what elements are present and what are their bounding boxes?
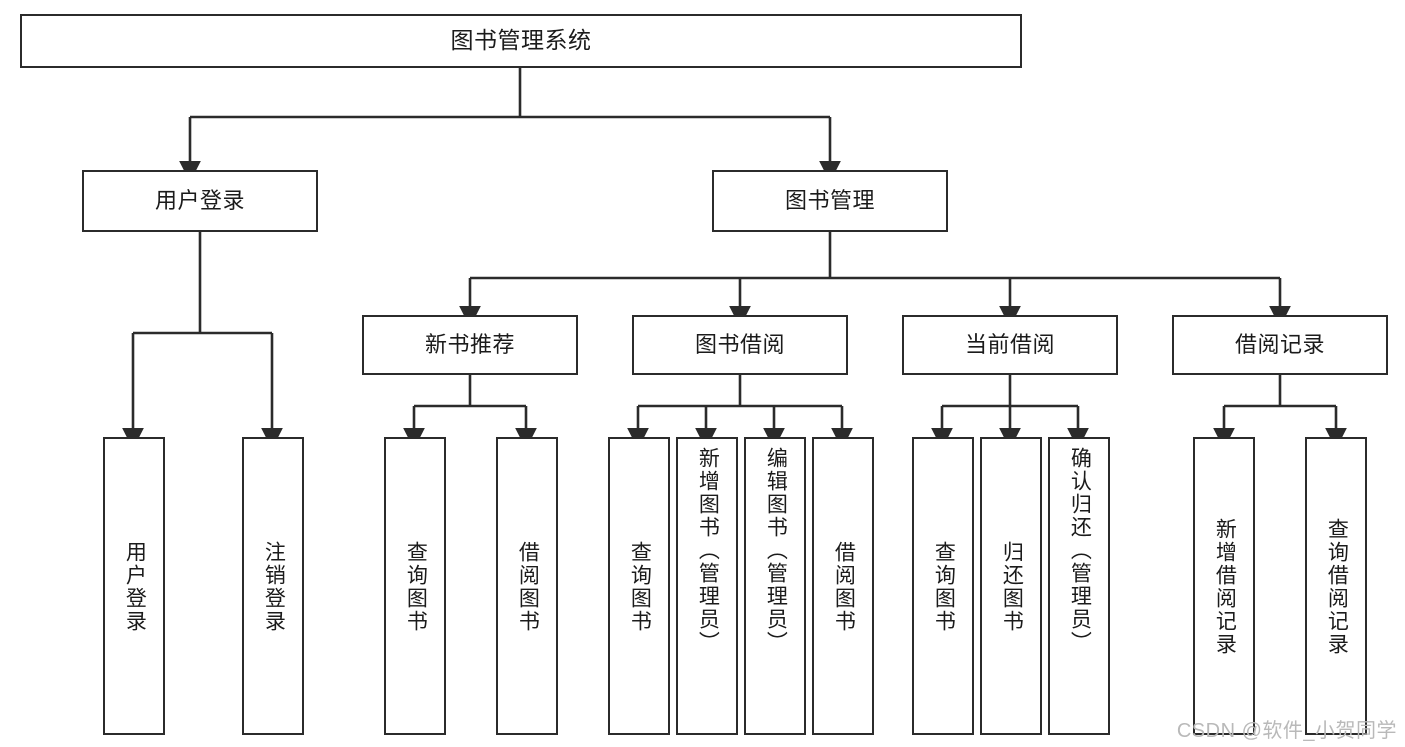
node-label: 归还图书 (1000, 541, 1024, 633)
node-label: 确认归还（管理员） (1068, 447, 1092, 654)
leaf-user-login[interactable]: 用户登录 (103, 437, 165, 735)
node-label: 借阅图书 (516, 541, 540, 633)
node-current-borrow[interactable]: 当前借阅 (902, 315, 1118, 375)
node-label: 查询图书 (404, 541, 428, 633)
leaf-query-book-borrow[interactable]: 查询图书 (608, 437, 670, 735)
leaf-query-book-current[interactable]: 查询图书 (912, 437, 974, 735)
node-label: 编辑图书（管理员） (764, 447, 788, 654)
leaf-add-borrow-record[interactable]: 新增借阅记录 (1193, 437, 1255, 735)
node-label: 查询图书 (628, 541, 652, 633)
leaf-borrow-book-recommend[interactable]: 借阅图书 (496, 437, 558, 735)
node-book-management[interactable]: 图书管理 (712, 170, 948, 232)
node-label: 查询借阅记录 (1325, 518, 1349, 656)
leaf-add-book-admin[interactable]: 新增图书（管理员） (676, 437, 738, 735)
node-label: 用户登录 (123, 541, 147, 633)
node-borrow-record[interactable]: 借阅记录 (1172, 315, 1388, 375)
node-label: 当前借阅 (964, 332, 1055, 358)
node-label: 新书推荐 (424, 332, 515, 358)
leaf-confirm-return-admin[interactable]: 确认归还（管理员） (1048, 437, 1110, 735)
node-label: 用户登录 (154, 188, 245, 214)
leaf-logout-login[interactable]: 注销登录 (242, 437, 304, 735)
node-label: 图书管理 (784, 188, 875, 214)
node-label: 查询图书 (932, 541, 956, 633)
node-label: 注销登录 (262, 541, 286, 633)
leaf-return-book[interactable]: 归还图书 (980, 437, 1042, 735)
leaf-borrow-book[interactable]: 借阅图书 (812, 437, 874, 735)
node-label: 新增图书（管理员） (696, 447, 720, 654)
leaf-query-borrow-record[interactable]: 查询借阅记录 (1305, 437, 1367, 735)
node-user-login[interactable]: 用户登录 (82, 170, 318, 232)
node-label: 图书管理系统 (450, 27, 592, 54)
leaf-query-book-recommend[interactable]: 查询图书 (384, 437, 446, 735)
leaf-edit-book-admin[interactable]: 编辑图书（管理员） (744, 437, 806, 735)
node-label: 图书借阅 (694, 332, 785, 358)
node-label: 借阅图书 (832, 541, 856, 633)
csdn-watermark: CSDN @软件_小贺同学 (1176, 720, 1397, 742)
node-label: 借阅记录 (1234, 332, 1325, 358)
node-new-book-recommend[interactable]: 新书推荐 (362, 315, 578, 375)
node-book-borrow[interactable]: 图书借阅 (632, 315, 848, 375)
node-label: 新增借阅记录 (1213, 518, 1237, 656)
node-book-management-system[interactable]: 图书管理系统 (20, 14, 1022, 68)
